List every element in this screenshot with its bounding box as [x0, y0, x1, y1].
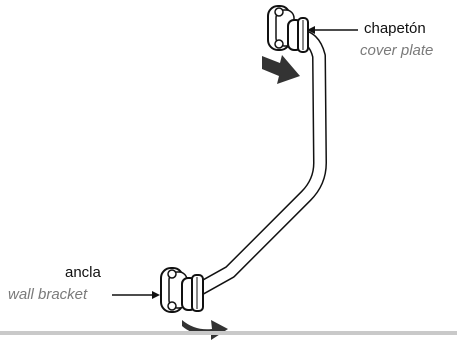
grab-bar-tube-outer — [189, 29, 327, 298]
bottom-rotate-arrow-icon — [182, 320, 228, 340]
top-screw — [274, 7, 284, 17]
bottom-screw — [167, 269, 177, 279]
top-screw — [274, 39, 284, 49]
cover-plate-label-en: cover plate — [360, 42, 434, 59]
wall-bracket-leader-arrowhead — [152, 291, 160, 299]
wall-bracket-label-es: ancla — [65, 264, 101, 281]
cover-plate-leader-arrowhead — [307, 26, 315, 34]
bottom-wall-bracket-assembly — [160, 267, 204, 313]
cover-plate-label-es: chapetón — [364, 20, 426, 37]
top-cover-plate-assembly — [267, 5, 309, 53]
baseline-divider — [0, 331, 457, 335]
bottom-screw — [167, 301, 177, 311]
top-slide-arrow-icon — [262, 55, 300, 84]
wall-bracket-label-en: wall bracket — [8, 286, 88, 303]
